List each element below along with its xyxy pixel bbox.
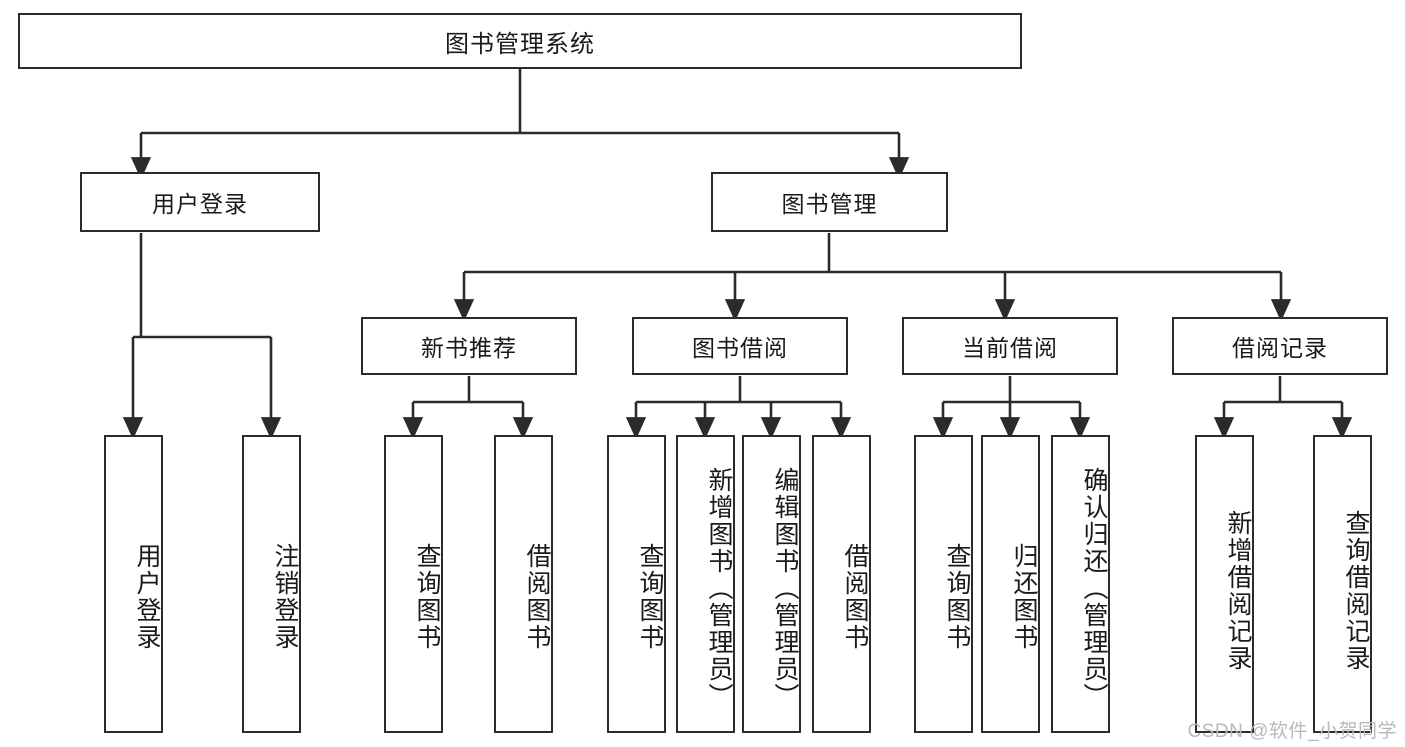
node-current-borrow[interactable]: 当前借阅 bbox=[902, 317, 1118, 375]
node-root-book-management-system[interactable]: 图书管理系统 bbox=[18, 13, 1022, 69]
node-leaf-query-book-3[interactable]: 查询图书 bbox=[914, 435, 973, 733]
node-label: 归还图书 bbox=[1010, 543, 1038, 651]
node-label: 借阅图书 bbox=[841, 543, 869, 651]
node-new-book-recommend[interactable]: 新书推荐 bbox=[361, 317, 577, 375]
node-leaf-borrow-book-1[interactable]: 借阅图书 bbox=[494, 435, 553, 733]
node-label: 注销登录 bbox=[271, 543, 299, 651]
node-leaf-borrow-book-2[interactable]: 借阅图书 bbox=[812, 435, 871, 733]
node-leaf-logout[interactable]: 注销登录 bbox=[242, 435, 301, 733]
node-label: 新增借阅记录 bbox=[1224, 510, 1252, 672]
node-label: 编辑图书（管理员） bbox=[771, 466, 799, 710]
node-leaf-query-book-1[interactable]: 查询图书 bbox=[384, 435, 443, 733]
node-user-login[interactable]: 用户登录 bbox=[80, 172, 320, 232]
node-label: 用户登录 bbox=[133, 543, 161, 651]
node-label: 用户登录 bbox=[152, 191, 248, 217]
node-label: 图书借阅 bbox=[692, 335, 788, 361]
node-label: 借阅记录 bbox=[1232, 335, 1328, 361]
node-label: 新增图书（管理员） bbox=[705, 466, 733, 710]
node-label: 查询借阅记录 bbox=[1342, 510, 1370, 672]
node-label: 查询图书 bbox=[413, 543, 441, 651]
node-label: 图书管理系统 bbox=[445, 30, 595, 58]
csdn-watermark: CSDN @软件_小贺同学 bbox=[1187, 721, 1397, 742]
node-label: 图书管理 bbox=[781, 191, 878, 217]
node-label: 当前借阅 bbox=[962, 335, 1058, 361]
node-label: 借阅图书 bbox=[523, 543, 551, 651]
node-leaf-query-book-2[interactable]: 查询图书 bbox=[607, 435, 666, 733]
node-leaf-add-book[interactable]: 新增图书（管理员） bbox=[676, 435, 735, 733]
node-label: 查询图书 bbox=[636, 543, 664, 651]
node-label: 确认归还（管理员） bbox=[1080, 466, 1108, 710]
node-leaf-user-login[interactable]: 用户登录 bbox=[104, 435, 163, 733]
node-label: 新书推荐 bbox=[421, 335, 517, 361]
node-label: 查询图书 bbox=[943, 543, 971, 651]
node-borrow-record[interactable]: 借阅记录 bbox=[1172, 317, 1388, 375]
node-leaf-add-record[interactable]: 新增借阅记录 bbox=[1195, 435, 1254, 733]
node-leaf-edit-book[interactable]: 编辑图书（管理员） bbox=[742, 435, 801, 733]
node-leaf-query-record[interactable]: 查询借阅记录 bbox=[1313, 435, 1372, 733]
node-leaf-return-book[interactable]: 归还图书 bbox=[981, 435, 1040, 733]
node-book-manage[interactable]: 图书管理 bbox=[711, 172, 948, 232]
node-leaf-confirm-return[interactable]: 确认归还（管理员） bbox=[1051, 435, 1110, 733]
node-book-borrow[interactable]: 图书借阅 bbox=[632, 317, 848, 375]
